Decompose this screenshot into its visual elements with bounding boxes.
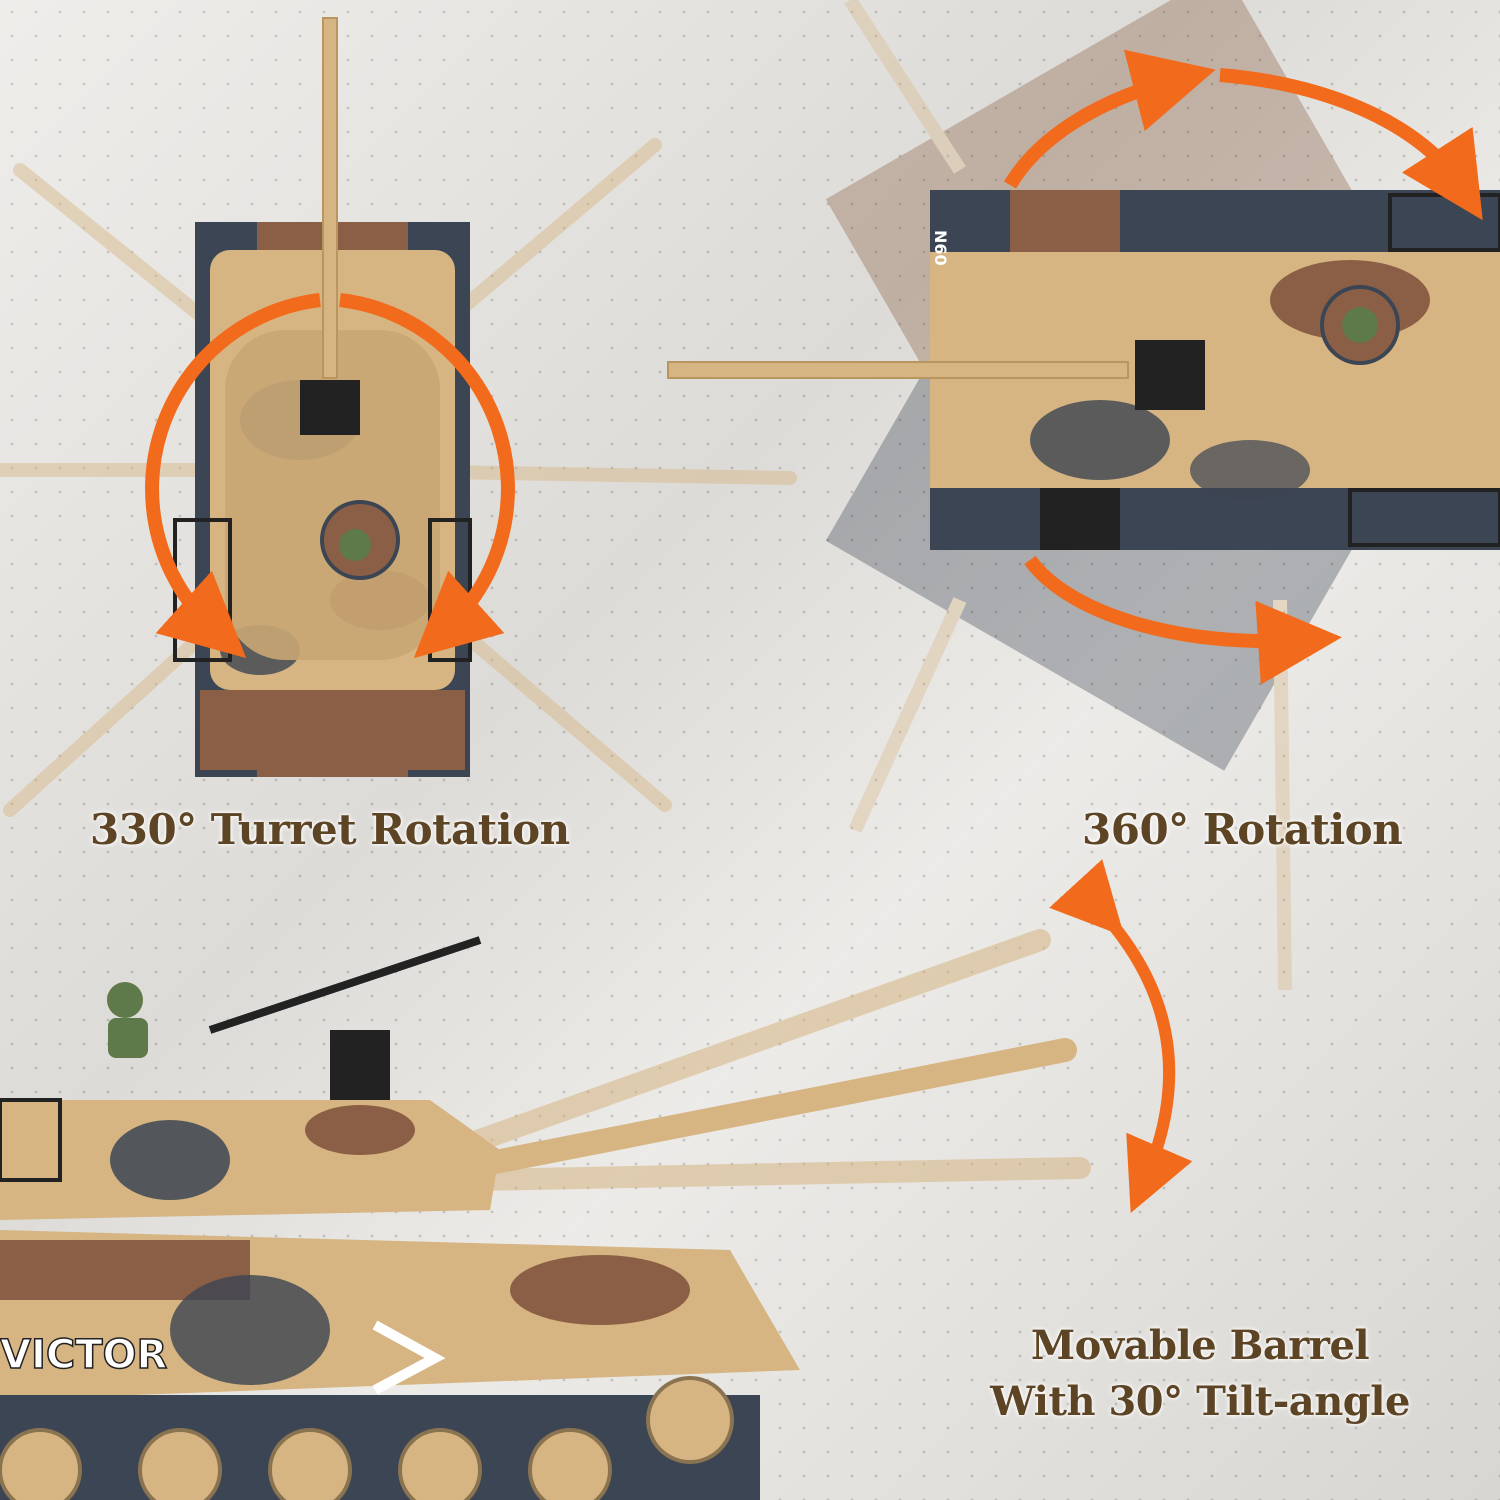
tank-side-view: VICTOR: [0, 936, 800, 1500]
turret-rotation-arrows: [145, 293, 515, 659]
turret-rotation-caption: 330° Turret Rotation: [90, 805, 570, 854]
tilt-arrow: [1049, 859, 1193, 1214]
tank-rotated-view: N60: [667, 190, 1500, 550]
tank-top-view: [173, 17, 472, 777]
full-rotation-caption: 360° Rotation: [1082, 805, 1403, 854]
movable-barrel-caption-line2: With 30° Tilt-angle: [990, 1378, 1410, 1425]
full-rotation-arrows: [1003, 49, 1483, 685]
tank-name-text: VICTOR: [0, 1332, 167, 1378]
movable-barrel-caption-line1: Movable Barrel: [1030, 1322, 1370, 1369]
tilting-barrels: [468, 929, 1091, 1191]
movable-barrel-caption: Movable Barrel With 30° Tilt-angle: [940, 1318, 1460, 1430]
hull-code-text: N60: [931, 230, 950, 266]
